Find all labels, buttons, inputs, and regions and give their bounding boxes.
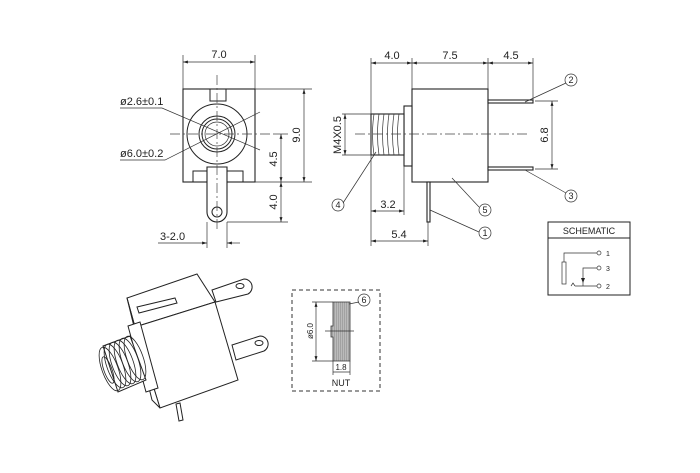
front-view: ø2.6±0.1 ø6.0±0.2 7.0 9.0 4.5 4.0 3-2.0 xyxy=(120,49,312,248)
pin-2 xyxy=(487,99,534,104)
leader-3 xyxy=(524,169,567,194)
leader-6 xyxy=(348,301,360,305)
body-length-label: 7.5 xyxy=(442,50,457,62)
callout-2 xyxy=(564,73,578,87)
schematic-frame xyxy=(547,221,631,296)
inner-diameter-label: ø2.6±0.1 xyxy=(120,96,163,108)
leader-outer xyxy=(120,111,261,161)
callout-3 xyxy=(564,189,578,203)
side-pin-length-label: 4.5 xyxy=(503,50,518,62)
leader-1 xyxy=(429,209,480,233)
top-slot xyxy=(209,88,227,102)
terminal-1 xyxy=(596,250,602,256)
callout-5 xyxy=(478,203,492,217)
front-pin xyxy=(206,166,228,223)
nut-detail: ø6.0 1.8 NUT 6 xyxy=(291,289,381,392)
callout-4 xyxy=(331,198,345,212)
terminal-3 xyxy=(596,265,602,271)
thread-length-label: 4.0 xyxy=(384,50,399,62)
schematic-title: SCHEMATIC xyxy=(563,226,616,236)
nut-frame xyxy=(291,289,381,392)
nut-label: NUT xyxy=(332,378,351,388)
outer-diameter-label: ø6.0±0.2 xyxy=(120,148,163,160)
leader-4 xyxy=(342,151,377,204)
sleeve-contact xyxy=(561,261,567,285)
leader-inner xyxy=(120,107,261,151)
width-dim-label: 7.0 xyxy=(211,49,226,61)
thread-dim-label: 3.2 xyxy=(380,199,395,211)
pin-length-label: 4.0 xyxy=(268,194,280,209)
center-height-label: 4.5 xyxy=(268,151,280,166)
pin-label-3: 3 xyxy=(606,266,610,273)
leader-5 xyxy=(451,177,480,208)
leader-2 xyxy=(524,82,567,103)
isometric-view xyxy=(98,273,269,422)
callout-1 xyxy=(478,226,492,240)
callout-6-label: 6 xyxy=(361,295,366,305)
callout-3-label: 3 xyxy=(568,191,573,201)
callout-5-label: 5 xyxy=(482,205,487,215)
iso-pin-upper xyxy=(211,278,253,303)
wire-2-3 xyxy=(570,267,597,287)
pin-spacing-label: 6.8 xyxy=(539,127,551,142)
iso-top-slot xyxy=(136,297,178,314)
side-view: 4.0 7.5 4.5 6.8 M4X0.5 3.2 5.4 2 3 4 5 1 xyxy=(331,50,578,246)
callout-2-label: 2 xyxy=(568,75,573,85)
wire-1 xyxy=(563,252,597,262)
pin-1 xyxy=(426,181,431,223)
iso-pin-upper-hole xyxy=(235,283,245,289)
iso-pin-bottom xyxy=(175,402,184,422)
callout-1-label: 1 xyxy=(482,228,487,238)
switch-arrow xyxy=(581,278,585,283)
callout-6 xyxy=(357,293,371,307)
iso-pin-lower xyxy=(231,335,269,361)
height-dim-label: 9.0 xyxy=(291,127,303,142)
iso-pin-lower-hole xyxy=(254,340,264,346)
terminal-2 xyxy=(596,283,602,289)
pin-label-1: 1 xyxy=(606,251,610,258)
thread-spec-label: M4X0.5 xyxy=(332,116,344,154)
callout-4-label: 4 xyxy=(335,200,340,210)
pin-width-label: 3-2.0 xyxy=(160,231,185,243)
pin-3 xyxy=(487,166,534,171)
nut-thickness-label: 1.8 xyxy=(335,363,347,372)
schematic-box: SCHEMATIC 1 3 2 xyxy=(547,221,631,296)
pin-label-2: 2 xyxy=(606,284,610,291)
nut-shape xyxy=(330,301,351,362)
pin1-offset-label: 5.4 xyxy=(391,229,406,241)
nut-diameter-label: ø6.0 xyxy=(306,322,315,339)
iso-thread-rings xyxy=(98,335,147,392)
flange xyxy=(403,105,413,167)
side-body-outline xyxy=(411,88,489,183)
